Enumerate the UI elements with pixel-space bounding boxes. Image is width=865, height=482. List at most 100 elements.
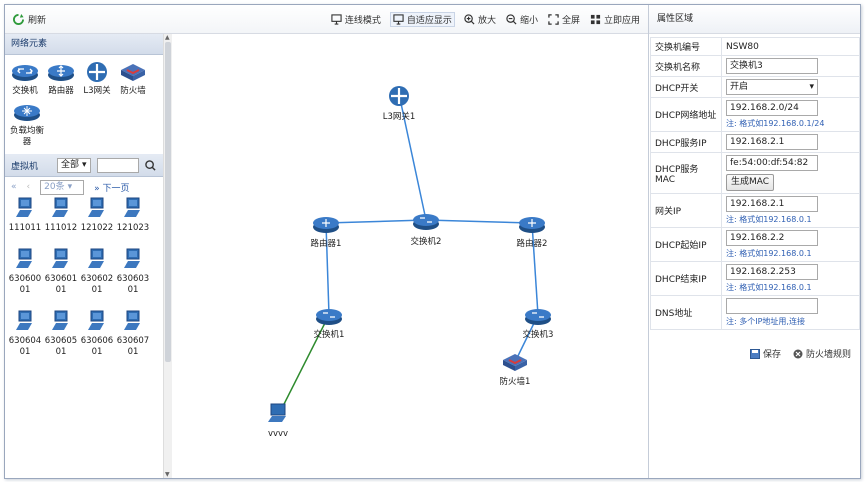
palette-switch[interactable]: 交换机 [7, 61, 43, 97]
scroll-thumb[interactable] [165, 42, 171, 362]
node-router-1[interactable]: 路由器1 [311, 217, 342, 249]
node-label: 路由器2 [517, 238, 548, 249]
node-label: vvvv [268, 429, 288, 439]
vm-item[interactable]: 111012 [43, 197, 79, 234]
grid-apply-icon [590, 14, 601, 25]
vm-item[interactable]: 121022 [79, 197, 115, 234]
scroll-up-icon[interactable]: ▲ [165, 34, 170, 41]
link-router1-switch1[interactable] [325, 222, 330, 316]
palette-l3-gateway[interactable]: L3网关 [79, 61, 115, 97]
zoom-in-label: 放大 [477, 16, 496, 26]
computer-icon [124, 248, 140, 268]
net-elements-grid: 交换机 路由器 L3网关 防火墙 负载均衡器 [5, 55, 163, 152]
computer-icon [52, 197, 68, 217]
topology-canvas[interactable]: L3网关1 路由器1 交换机2 路由器2 [172, 34, 648, 478]
left-scrollbar[interactable]: ▲ ▼ [163, 34, 172, 478]
dhcp-server-ip-label: DHCP服务IP [650, 131, 722, 153]
search-icon[interactable] [144, 159, 156, 171]
switch-name-label: 交换机名称 [650, 55, 722, 77]
firewall-rules-button[interactable]: 防火墙规则 [793, 347, 851, 360]
node-switch-1[interactable]: 交换机1 [314, 309, 345, 340]
vm-item[interactable]: 63060301 [115, 248, 151, 296]
switch-icon-top [413, 214, 439, 226]
caret-down-icon: ▾ [809, 82, 814, 92]
link-router2-switch3[interactable] [531, 222, 539, 316]
dhcp-switch-select[interactable]: 开启▾ [726, 79, 818, 95]
dhcp-server-ip-input[interactable]: 192.168.2.1 [726, 134, 818, 150]
dhcp-end-input[interactable]: 192.168.2.253 [726, 264, 818, 280]
topology-svg: L3网关1 路由器1 交换机2 路由器2 [268, 86, 554, 439]
dhcp-switch-label: DHCP开关 [650, 76, 722, 98]
fit-display-button[interactable]: 自适应显示 [389, 12, 455, 27]
vm-item[interactable]: 63060001 [7, 248, 43, 296]
first-page-icon[interactable]: « [11, 182, 17, 192]
next-page-button[interactable]: » 下一页 [94, 183, 130, 194]
link-mode-button[interactable]: 连线模式 [331, 13, 381, 26]
fullscreen-button[interactable]: 全屏 [548, 13, 580, 26]
link-l3gw1-switch2[interactable] [398, 93, 427, 221]
computer-icon [88, 197, 104, 217]
vm-item[interactable]: 63060201 [79, 248, 115, 296]
generate-mac-button[interactable]: 生成MAC [726, 174, 774, 191]
link-router1-switch2[interactable] [325, 219, 427, 224]
computer-icon [16, 248, 32, 268]
fullscreen-label: 全屏 [561, 16, 580, 26]
gateway-label: 网关IP [650, 193, 722, 228]
zoom-in-button[interactable]: 放大 [464, 13, 496, 26]
vm-item[interactable]: 63060701 [115, 310, 151, 358]
property-actions: 保存 防火墙规则 [749, 347, 851, 360]
vm-item[interactable]: 63060501 [43, 310, 79, 358]
vm-search-input[interactable] [96, 157, 139, 173]
dns-input[interactable] [726, 298, 818, 314]
link-switch1-vvvv[interactable] [278, 314, 330, 415]
rules-x-icon [793, 349, 803, 358]
row-dns: DNS地址 注: 多个IP地址用,连接 [650, 295, 860, 330]
node-vm-vvvv[interactable]: vvvv [268, 403, 288, 439]
view-tools: 连线模式 自适应显示 放大 缩小 全屏 立即应用 [331, 12, 640, 27]
apply-now-button[interactable]: 立即应用 [590, 13, 640, 26]
vm-item[interactable]: 63060601 [79, 310, 115, 358]
palette-router[interactable]: 路由器 [43, 61, 79, 97]
row-switch-name: 交换机名称 交换机3 [650, 55, 860, 77]
row-dhcp-switch: DHCP开关 开启▾ [650, 76, 860, 98]
vm-item[interactable]: 111011 [7, 197, 43, 234]
page-size-select[interactable]: 20条 ▾ [40, 179, 85, 195]
palette-firewall[interactable]: 防火墙 [115, 61, 151, 97]
scroll-down-icon[interactable]: ▼ [165, 471, 170, 478]
node-switch-2[interactable]: 交换机2 [411, 214, 442, 247]
vm-item[interactable]: 121023 [115, 197, 151, 234]
dhcp-net-input[interactable]: 192.168.2.0/24 [726, 100, 818, 116]
switch-icon [12, 65, 38, 81]
vm-filter-value: 全部 [61, 159, 80, 170]
link-switch2-router2[interactable] [425, 219, 533, 224]
vm-item[interactable]: 63060401 [7, 310, 43, 358]
zoom-out-icon [506, 14, 517, 25]
switch-name-input[interactable]: 交换机3 [726, 58, 818, 74]
dhcp-net-note: 注: 格式如192.168.0.1/24 [726, 119, 825, 128]
refresh-button[interactable]: 刷新 [13, 13, 46, 26]
prev-page-icon[interactable]: ‹ [26, 182, 31, 192]
node-l3-gateway-1[interactable]: L3网关1 [383, 86, 416, 122]
firewall-rules-label: 防火墙规则 [805, 350, 851, 360]
gateway-input[interactable]: 192.168.2.1 [726, 196, 818, 212]
node-switch-3[interactable]: 交换机3 [523, 309, 554, 340]
node-label: 交换机2 [411, 236, 442, 247]
palette-load-balancer[interactable]: 负载均衡器 [7, 101, 47, 148]
dhcp-start-input[interactable]: 192.168.2.2 [726, 230, 818, 246]
monitor-icon [331, 14, 342, 25]
computer-icon [52, 310, 68, 330]
node-router-2[interactable]: 路由器2 [517, 217, 548, 249]
save-button[interactable]: 保存 [749, 347, 781, 360]
vm-item[interactable]: 63060101 [43, 248, 79, 296]
node-firewall-1[interactable]: 防火墙1 [500, 354, 531, 387]
vm-label: 121022 [80, 223, 114, 233]
palette-switch-label: 交换机 [12, 86, 38, 96]
dhcp-mac-input[interactable]: fe:54:00:df:54:82 [726, 155, 818, 171]
vm-filter-select[interactable]: 全部 ▾ [57, 157, 91, 173]
caret-down-icon: ▾ [82, 159, 87, 170]
dhcp-end-note: 注: 格式如192.168.0.1 [726, 283, 812, 292]
zoom-out-button[interactable]: 缩小 [506, 13, 538, 26]
load-balancer-icon [14, 105, 40, 121]
